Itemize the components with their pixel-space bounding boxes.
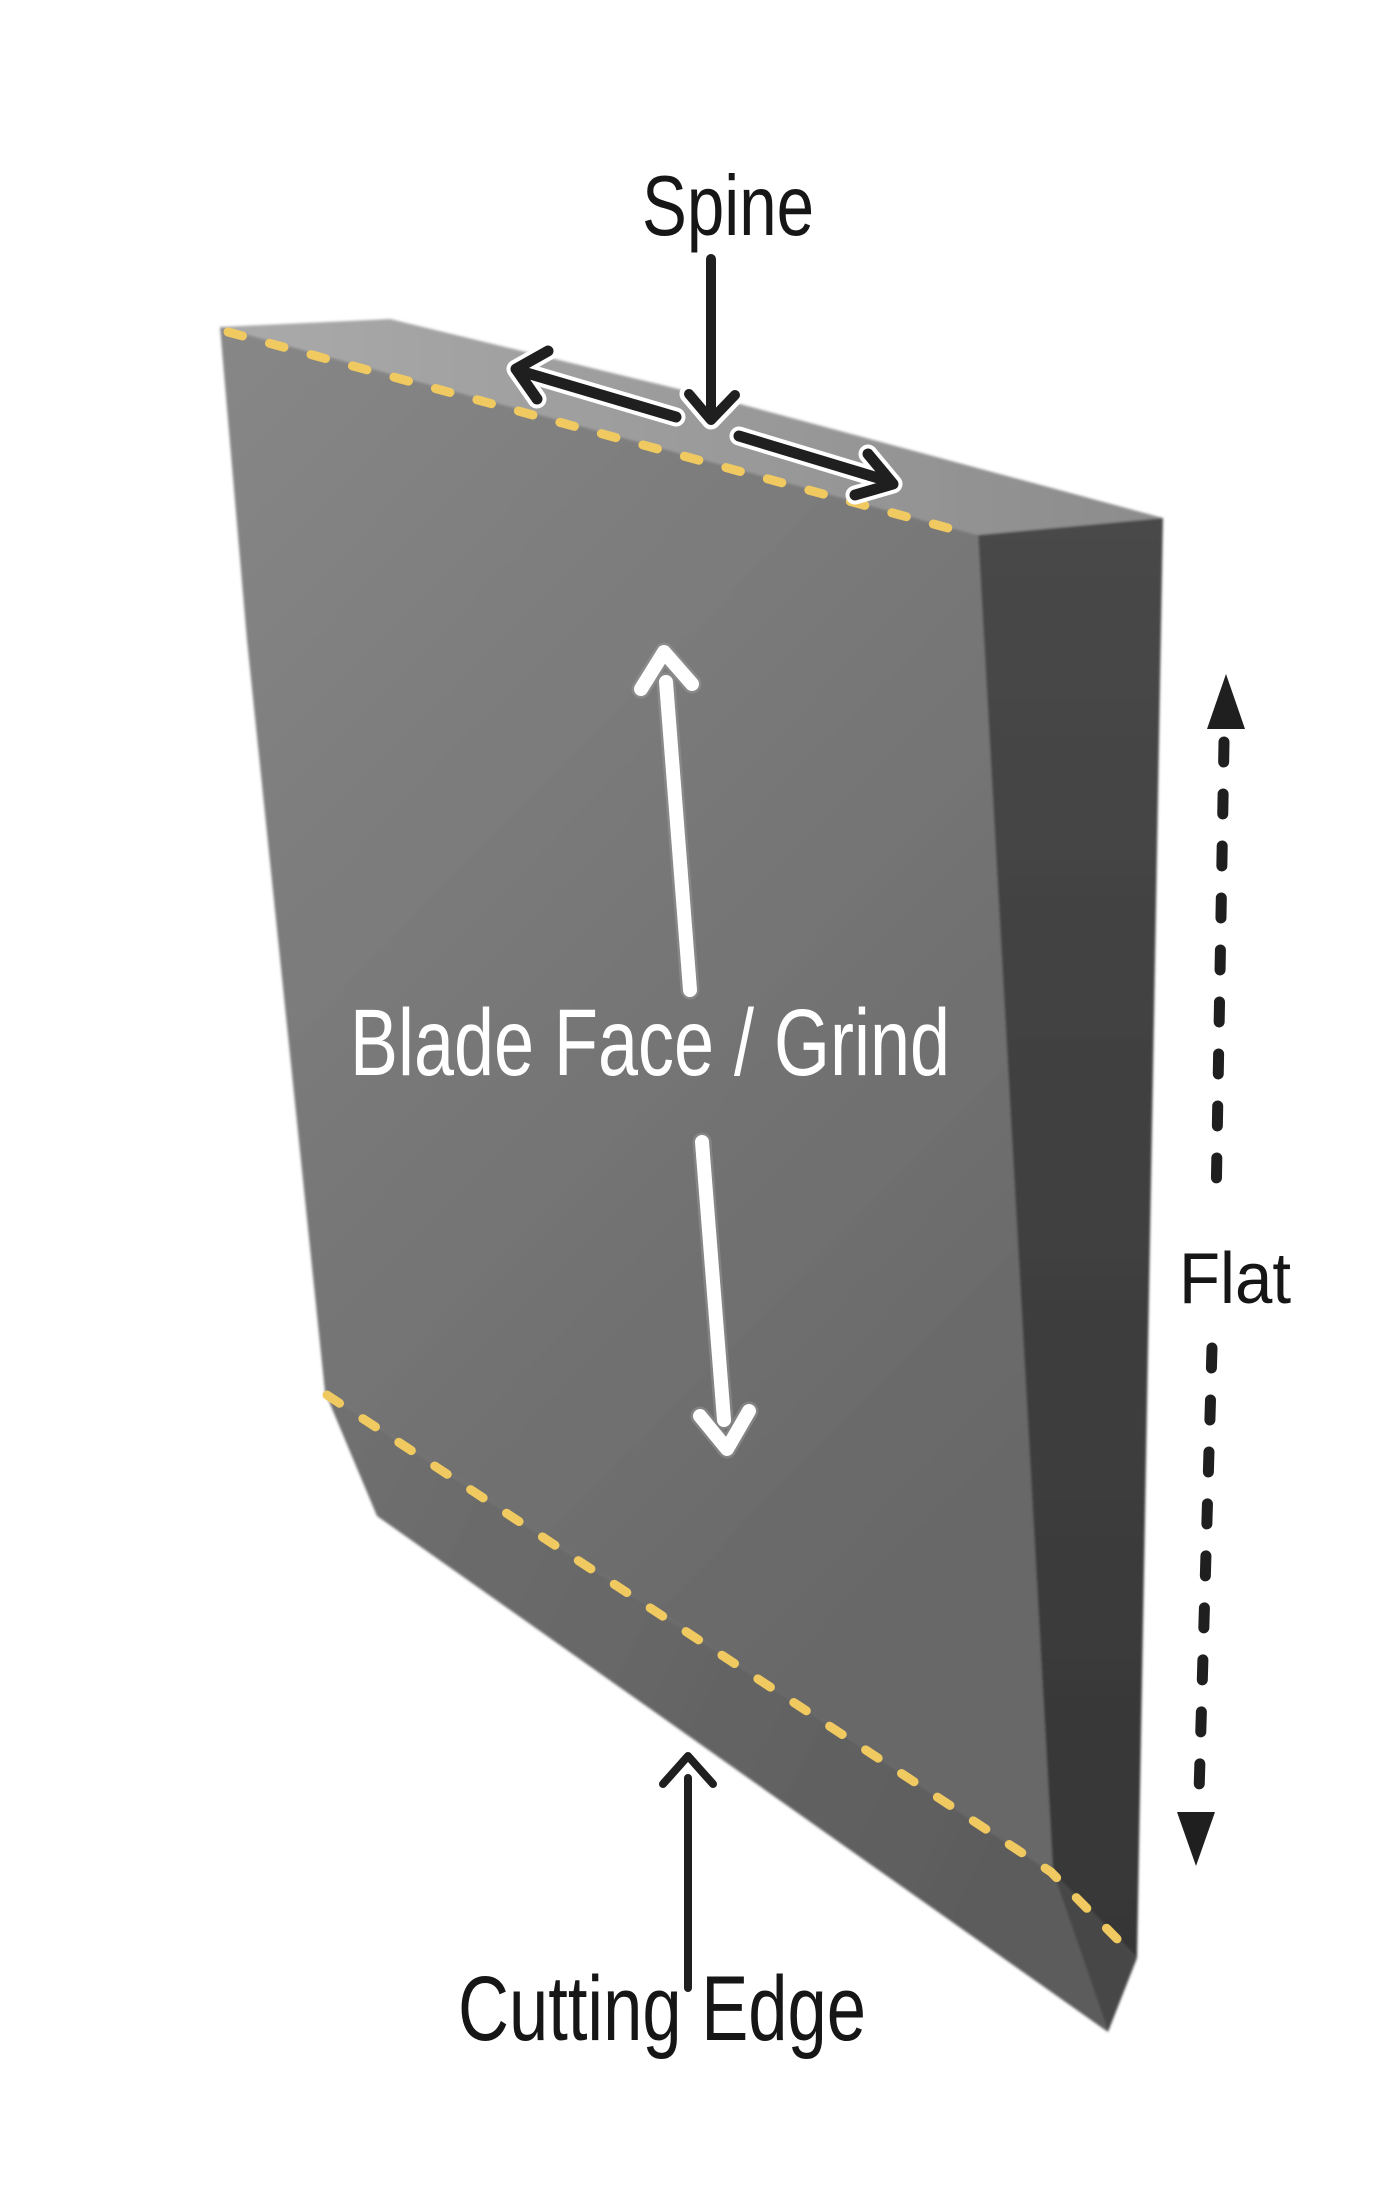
spine-pointer-arrow-line [684, 254, 740, 425]
spine-pointer-arrow [679, 249, 745, 430]
spine-double-arrow [510, 345, 899, 501]
spine-label: Spine [642, 159, 814, 254]
flat-measure-arrowhead-bottom [1177, 1812, 1215, 1866]
cutting-edge-pointer-arrow-line [659, 1752, 717, 1992]
blade-body [220, 319, 1163, 2032]
blade-face-label: Blade Face / Grind [350, 990, 950, 1096]
cutting-edge-pointer-arrow [656, 1749, 720, 1995]
flat-measure-arrowhead-top [1207, 674, 1245, 729]
blade-right-bevel [1053, 1873, 1137, 2032]
spine-edge-dashed-line [223, 327, 975, 539]
blade-front-face [220, 327, 1053, 1873]
blade-right-face-flat [978, 518, 1163, 1958]
flat-measure-dashed-line [1193, 736, 1230, 1799]
blade-top-face-spine [220, 319, 1163, 535]
flat-label: Flat [1179, 1239, 1291, 1319]
blade-face-double-arrow [631, 642, 759, 1459]
flat-measure-arrow [1177, 674, 1245, 1866]
spine-direction-double-arrow [506, 341, 903, 505]
cutting-edge-label: Cutting Edge [458, 1958, 866, 2060]
blade-front-bevel [325, 1392, 1108, 2032]
cutting-edge-dashed-line [322, 1390, 1136, 1958]
blade-face-double-arrow-line [634, 645, 756, 1456]
